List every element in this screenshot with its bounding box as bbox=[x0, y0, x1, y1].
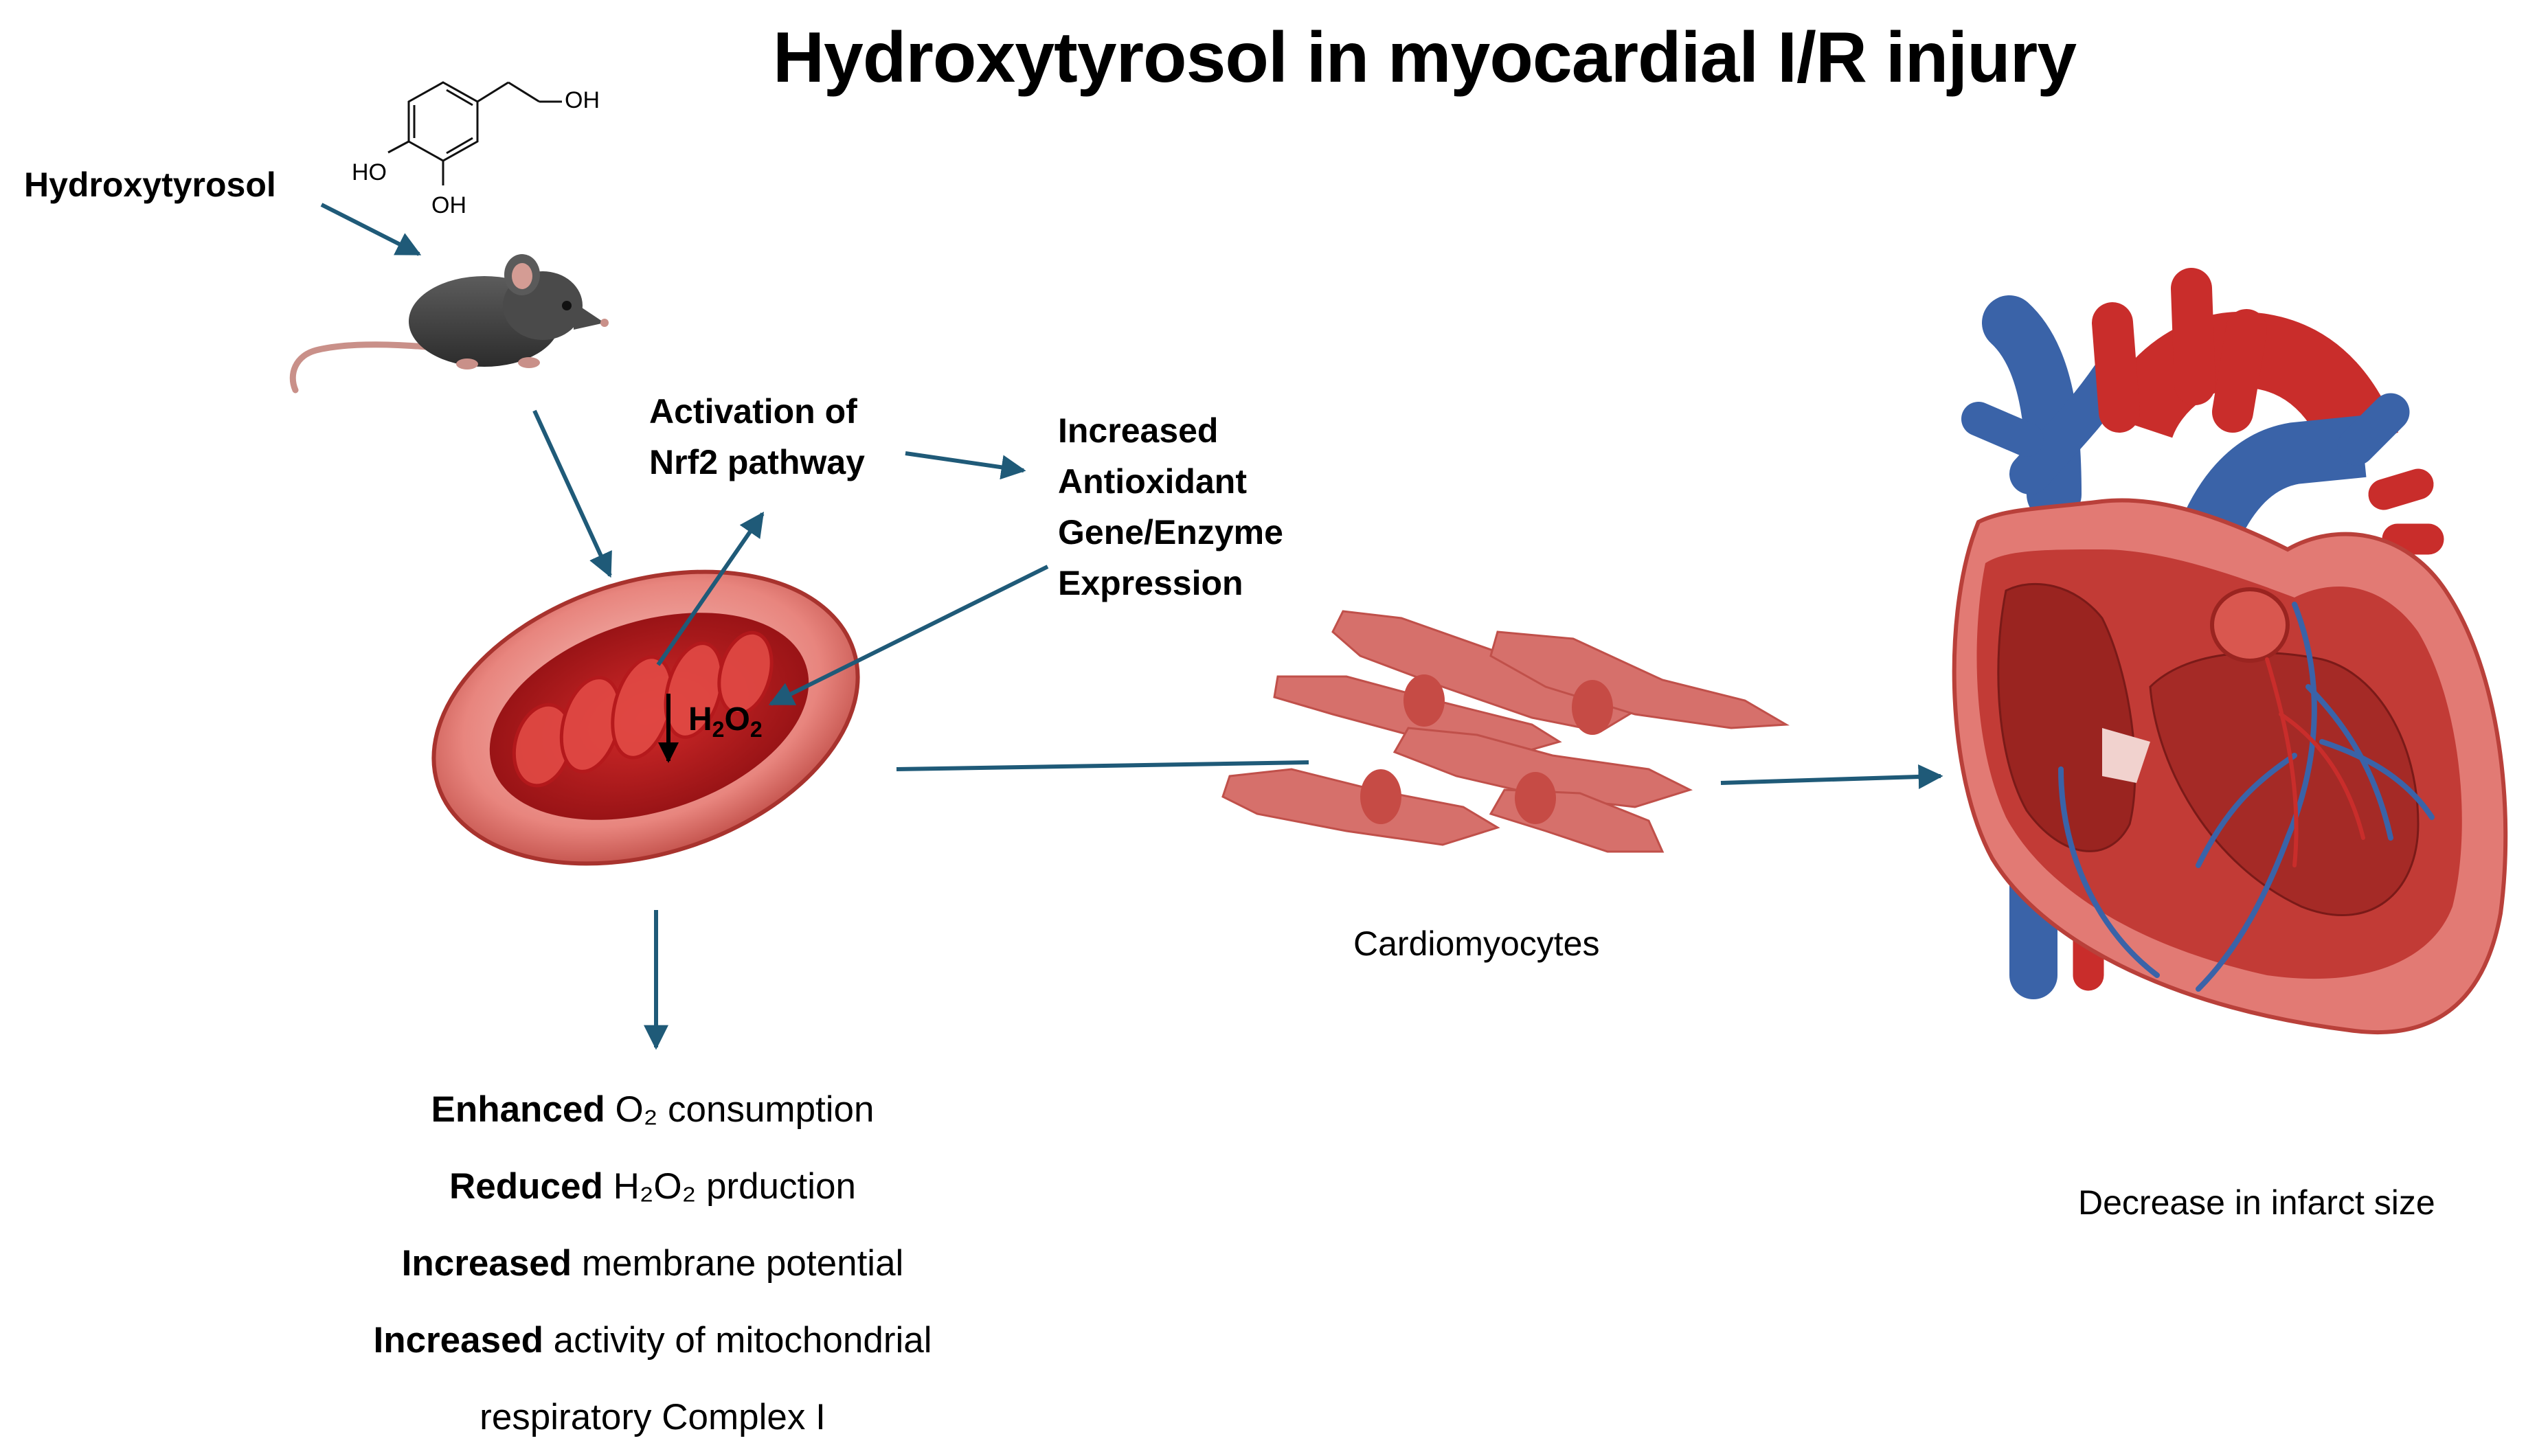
heart-icon bbox=[1952, 268, 2508, 1035]
effect-item: Enhanced O₂ consumption bbox=[431, 1089, 875, 1130]
mitochondrion-icon bbox=[431, 569, 860, 866]
antioxidant-line-4: Expression bbox=[1058, 564, 1243, 602]
hydroxytyrosol-label: Hydroxytyrosol bbox=[24, 166, 276, 204]
diagram-title: Hydroxytyrosol in myocardial I/R injury bbox=[772, 18, 2077, 98]
arrow-nrf2-to-antioxidant bbox=[905, 451, 1026, 480]
arrow-cardiomyocytes-to-heart bbox=[1720, 764, 1943, 790]
arrow-mouse-to-mitochondrion bbox=[532, 409, 612, 578]
infarct-size-label: Decrease in infarct size bbox=[2078, 1183, 2435, 1222]
nrf2-line-2: Nrf2 pathway bbox=[649, 443, 865, 481]
arrow-mito-to-nrf2 bbox=[656, 512, 765, 666]
h2o2-label: H2O2 bbox=[688, 701, 763, 742]
mitochondrial-effects-list: Enhanced O₂ consumption Reduced H₂O₂ prd… bbox=[289, 1071, 1017, 1456]
arrow-compound-to-mouse bbox=[320, 203, 422, 256]
effect-item: Increased membrane potential bbox=[401, 1243, 904, 1284]
nrf2-line-1: Activation of bbox=[649, 392, 857, 431]
antioxidant-label: Increased Antioxidant Gene/Enzyme Expres… bbox=[1058, 405, 1283, 608]
cardiomyocytes-label: Cardiomyocytes bbox=[1353, 924, 1600, 963]
cardiomyocytes-icon bbox=[1221, 610, 1790, 853]
nrf2-activation-label: Activation of Nrf2 pathway bbox=[649, 386, 865, 488]
antioxidant-line-3: Gene/Enzyme bbox=[1058, 513, 1283, 551]
structure-ho-left: HO bbox=[352, 159, 387, 185]
hydroxytyrosol-structure bbox=[387, 81, 562, 185]
line-mito-to-cardiomyocytes bbox=[896, 760, 1309, 771]
mouse-icon bbox=[289, 254, 609, 394]
effect-item: respiratory Complex I bbox=[480, 1397, 826, 1437]
arrow-antioxidant-to-mito bbox=[768, 565, 1049, 706]
effect-item: Reduced H₂O₂ prduction bbox=[449, 1166, 856, 1207]
structure-oh-bottom: OH bbox=[431, 192, 466, 218]
effect-item: Increased activity of mitochondrial bbox=[373, 1320, 932, 1361]
antioxidant-line-2: Antioxidant bbox=[1058, 462, 1247, 501]
structure-oh-top: OH bbox=[565, 87, 600, 113]
antioxidant-line-1: Increased bbox=[1058, 411, 1219, 450]
